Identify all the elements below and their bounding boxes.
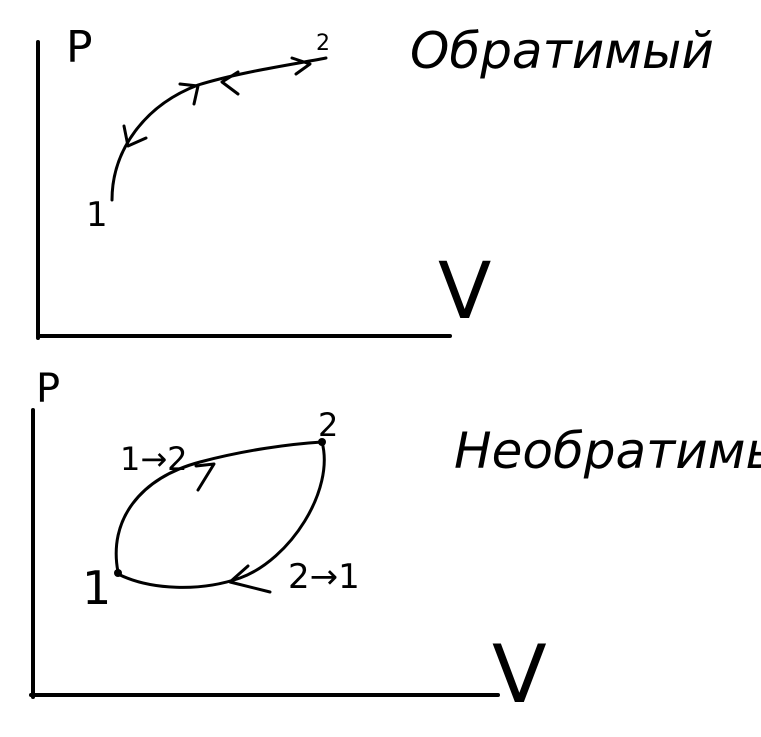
irreversible-diagram: P V 1 2 1→2 2→1 Необратимый xyxy=(29,366,761,721)
top-arrow-back-left xyxy=(220,70,240,96)
bottom-backward-label: 2→1 xyxy=(288,557,360,597)
bottom-arrow-backward xyxy=(228,564,272,594)
top-point-2-label: 2 xyxy=(316,31,330,56)
top-point-1-label: 1 xyxy=(86,195,108,235)
bottom-title-irreversible: Необратимый xyxy=(454,422,761,480)
top-v-axis-label: V xyxy=(438,247,491,337)
reversible-diagram: P V 1 2 Обратимый xyxy=(36,22,714,340)
top-title-reversible: Обратимый xyxy=(410,22,714,80)
top-process-curve xyxy=(110,56,328,202)
bottom-v-axis-label: V xyxy=(492,628,547,721)
bottom-forward-label: 1→2 xyxy=(120,440,188,478)
bottom-path-backward xyxy=(116,440,326,589)
top-arrow-forward-right xyxy=(290,56,312,76)
top-arrow-back-upper xyxy=(178,82,200,106)
bottom-p-axis-label: P xyxy=(36,366,60,412)
bottom-path-forward xyxy=(114,440,324,574)
bottom-point-2-dot xyxy=(318,438,326,446)
top-arrow-back-lower xyxy=(122,124,148,148)
bottom-arrow-forward xyxy=(194,462,216,492)
bottom-point-1-dot xyxy=(114,569,122,577)
bottom-point-2-label: 2 xyxy=(318,406,338,444)
bottom-point-1-label: 1 xyxy=(82,561,111,615)
top-p-axis-label: P xyxy=(66,22,93,73)
